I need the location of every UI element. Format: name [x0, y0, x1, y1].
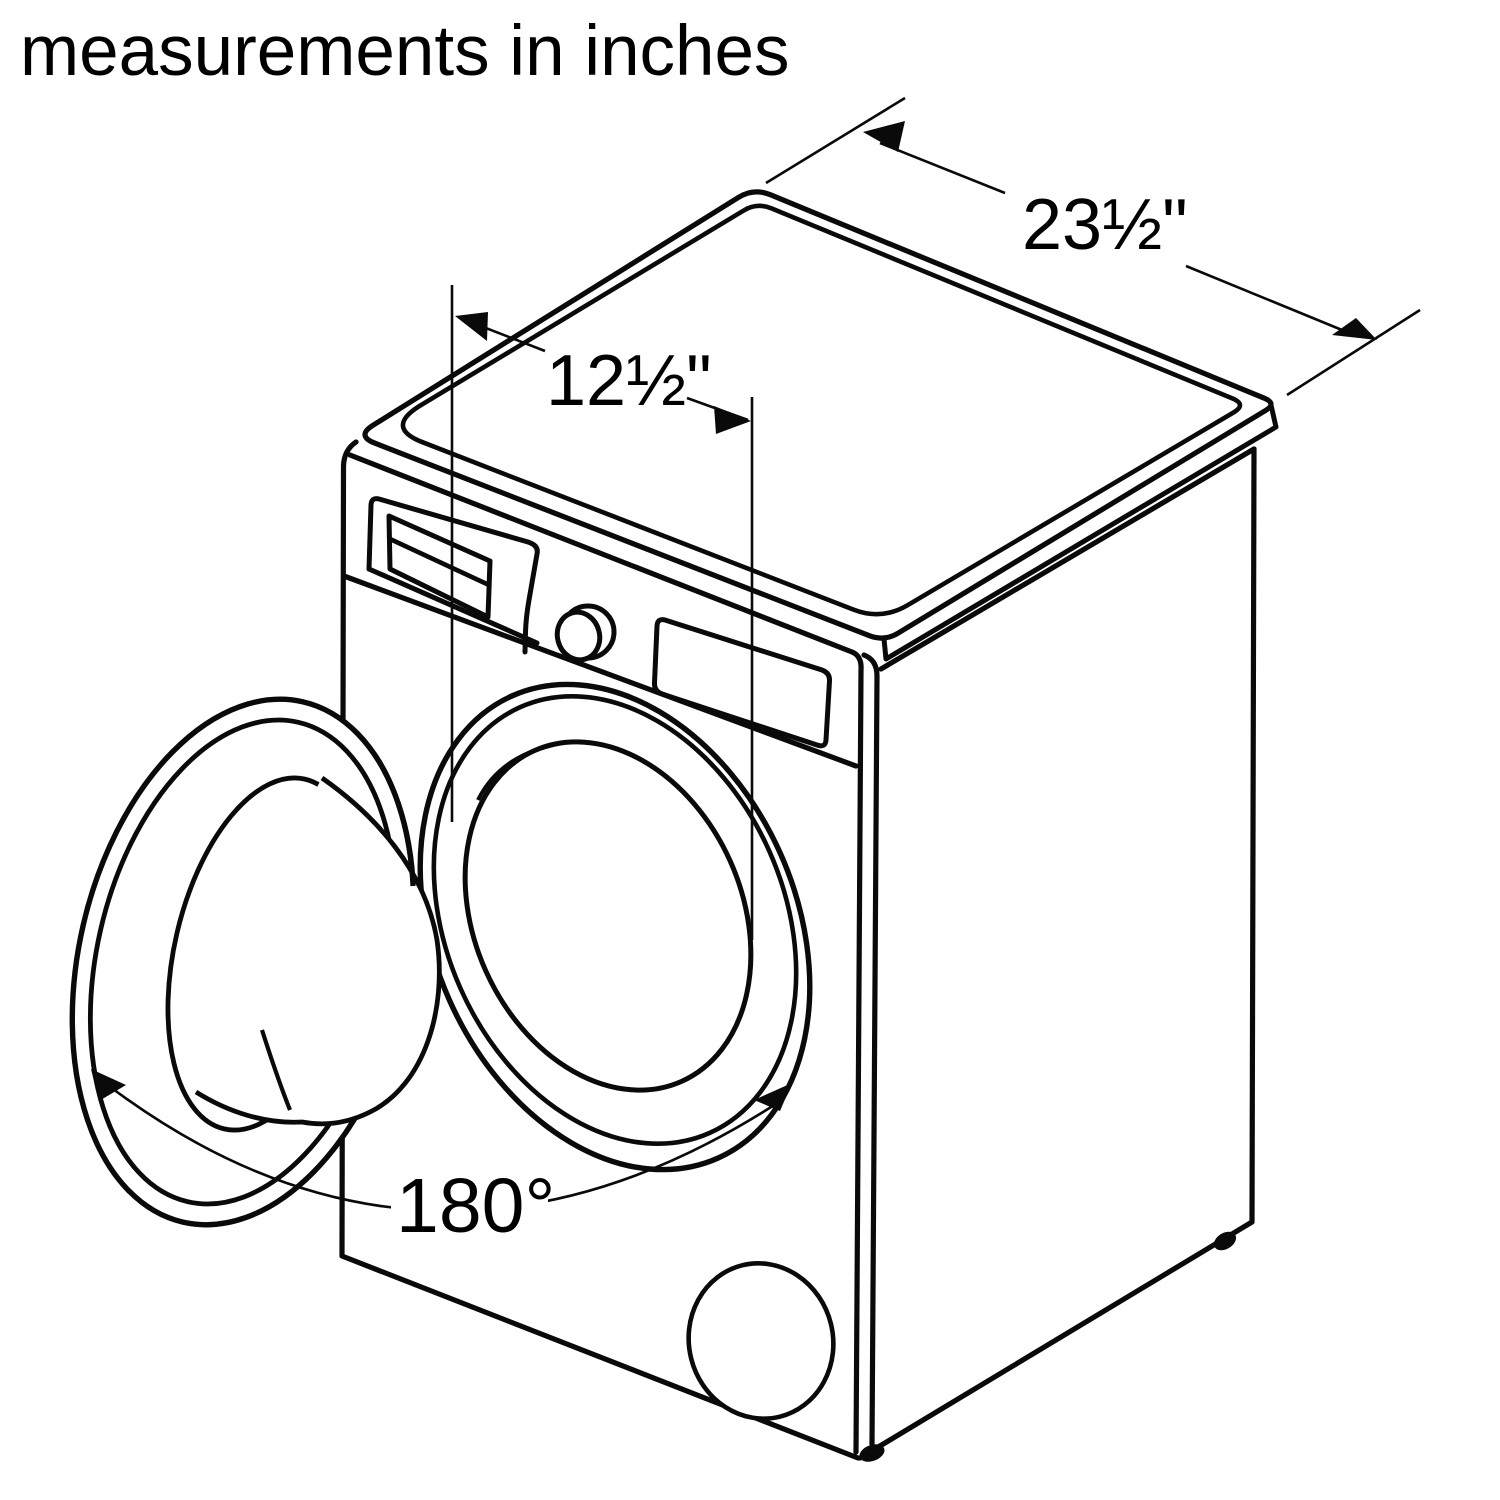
svg-text:measurements in inches: measurements in inches	[20, 12, 790, 91]
svg-text:12½": 12½"	[546, 341, 712, 421]
svg-text:23½": 23½"	[1022, 185, 1188, 265]
svg-text:180°: 180°	[396, 1163, 555, 1249]
